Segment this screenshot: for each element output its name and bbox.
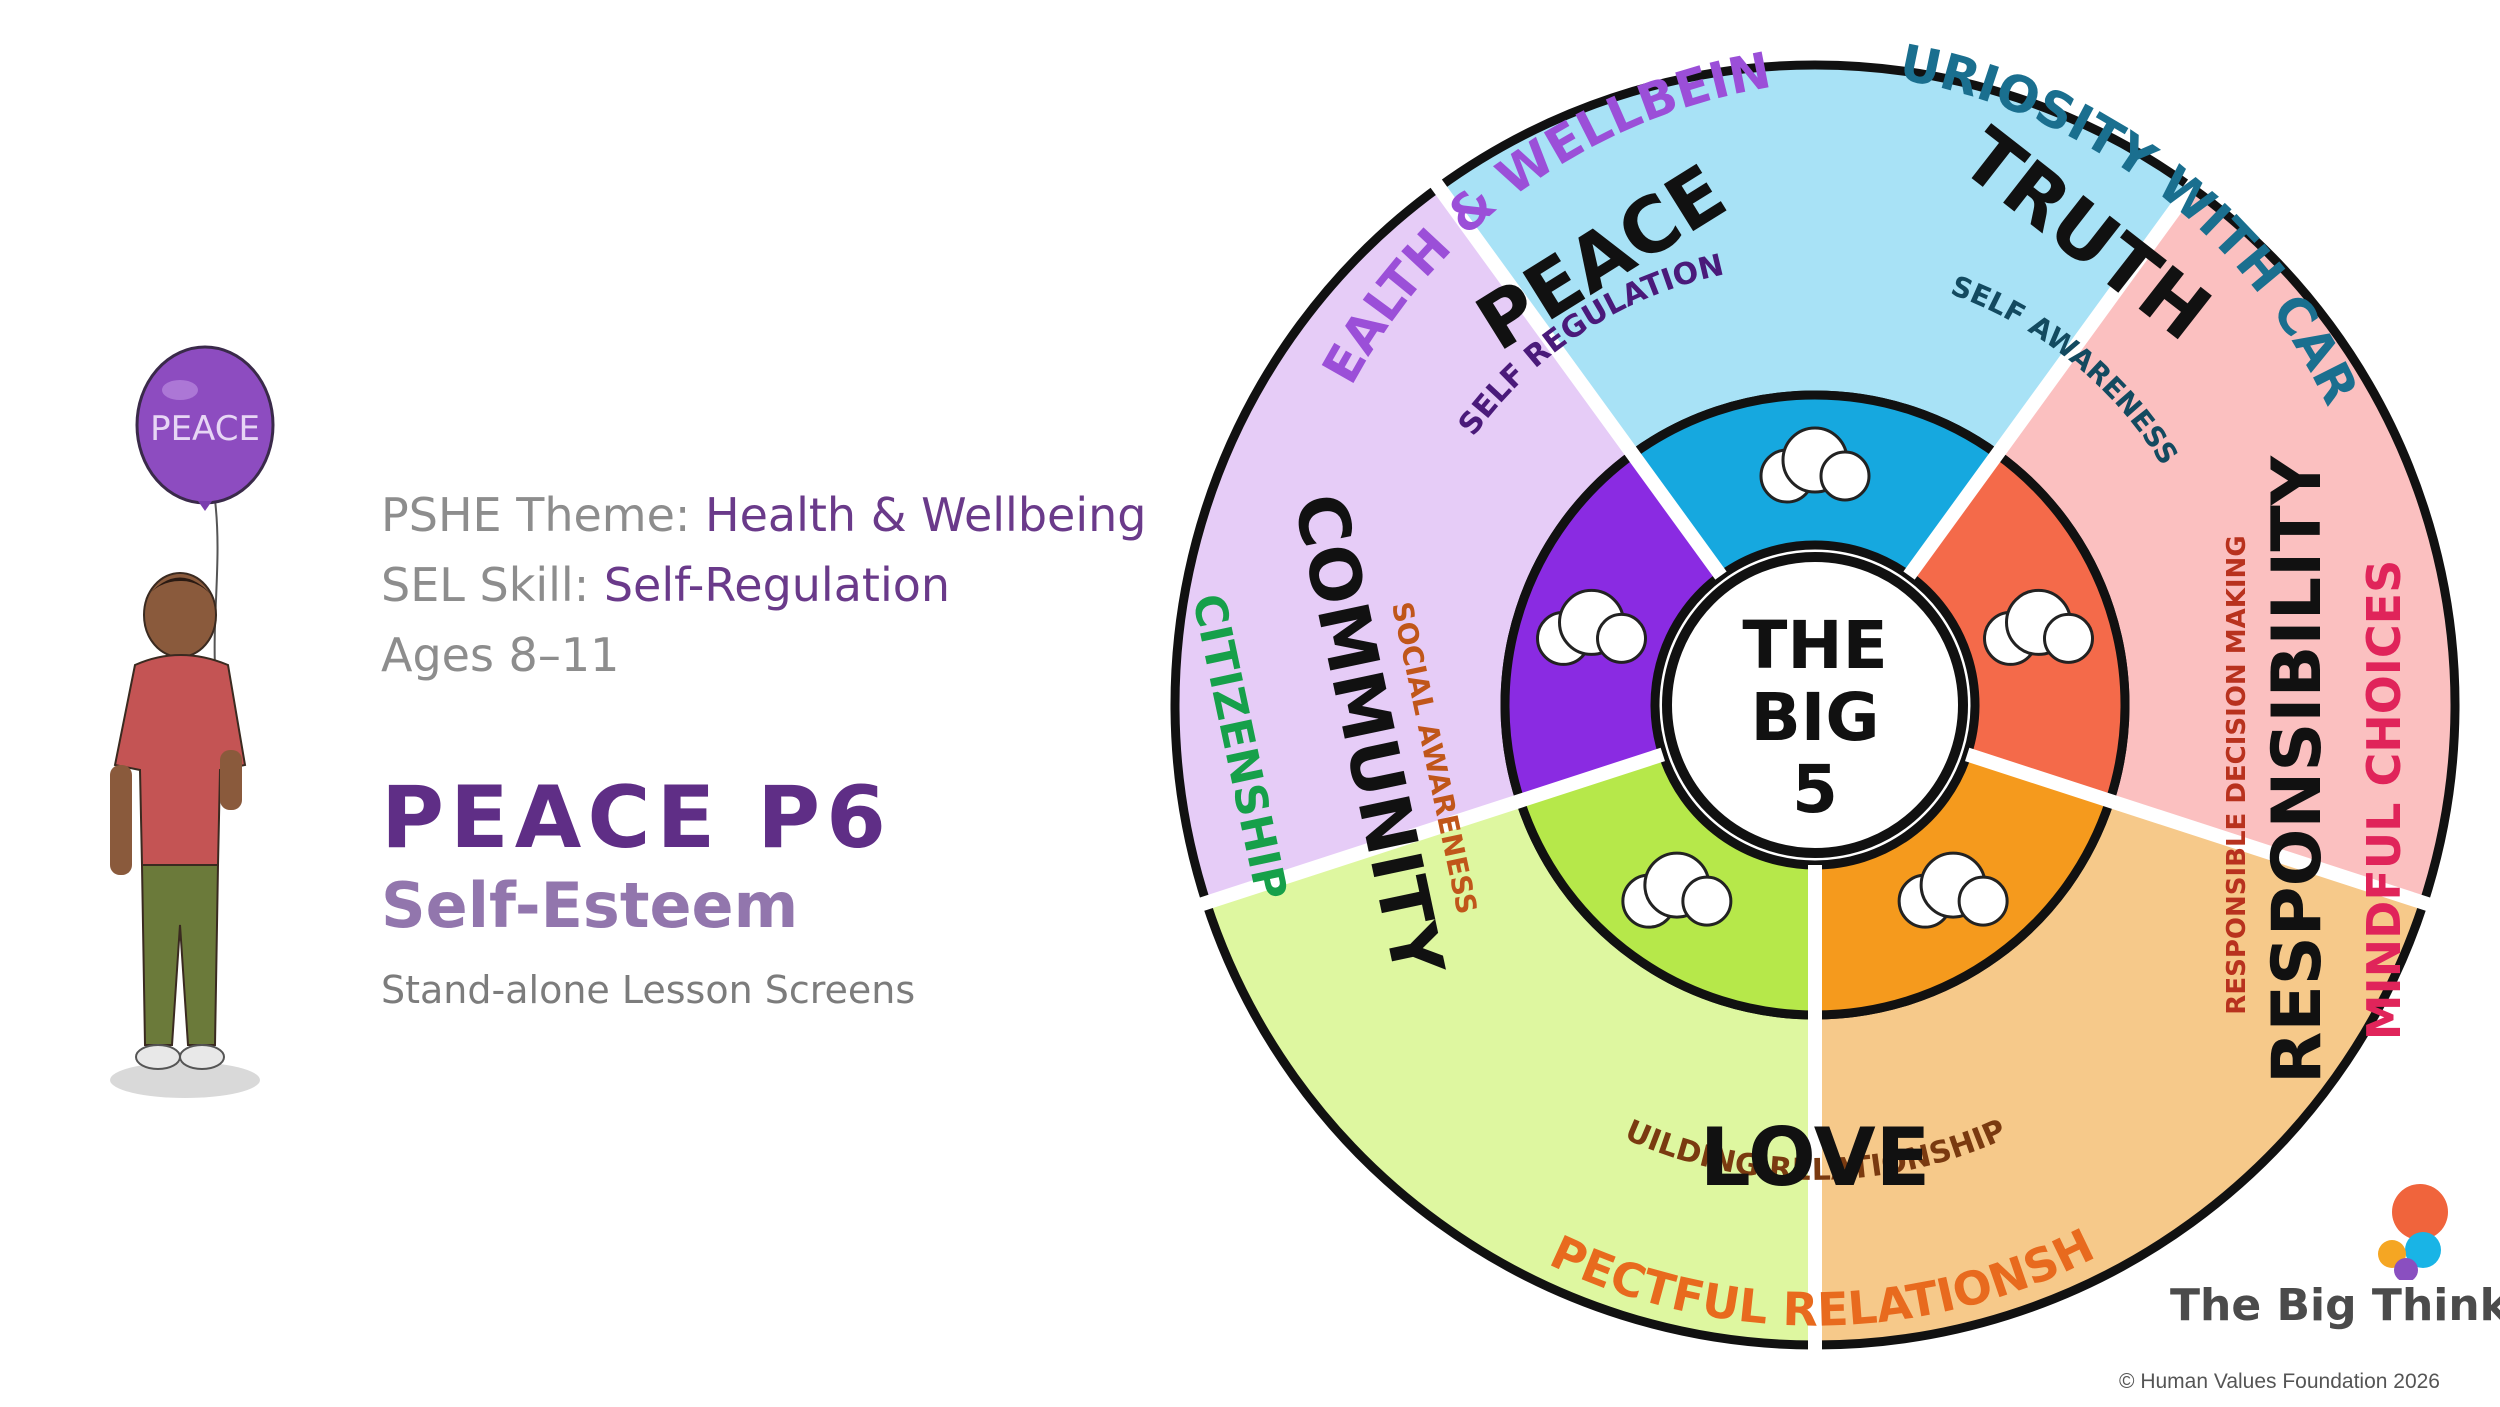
love-value-label: LOVE — [1700, 1111, 1931, 1204]
sel-skill-value: Self-Regulation — [603, 558, 951, 612]
lesson-note: Stand-alone Lesson Screens — [381, 968, 916, 1012]
logo-dot-blue — [2405, 1232, 2441, 1268]
logo-text: The Big Think — [2170, 1280, 2500, 1331]
lesson-subtitle: Self-Esteem — [381, 869, 799, 942]
logo-dot-orange — [2392, 1184, 2448, 1240]
center-line-3: 5 — [1792, 751, 1838, 828]
segment-truth-cloud — [1759, 426, 1871, 504]
segment-peace-cloud — [1536, 588, 1648, 666]
sel-skill-label: SEL Skill: — [381, 558, 590, 612]
center-line-2: BIG — [1750, 679, 1879, 756]
age-range: Ages 8–11 — [381, 628, 620, 682]
pshe-theme-label: PSHE Theme: — [381, 488, 691, 542]
center-line-1: THE — [1742, 607, 1887, 684]
pshe-theme: PSHE Theme: Health & Wellbeing — [381, 480, 1281, 550]
segment-love-cloud — [1897, 851, 2009, 929]
boy-head — [143, 572, 217, 658]
big-five-wheel: THE BIG 5 HEALTH & WELLBEING PEACE SELF … — [1150, 40, 2460, 1355]
sel-skill: SEL Skill: Self-Regulation — [381, 550, 1281, 620]
logo-dot-purple — [2394, 1258, 2418, 1280]
copyright-notice: © Human Values Foundation 2026 — [2119, 1370, 2440, 1393]
segment-divider — [1903, 175, 2203, 580]
center-circle — [1662, 552, 1968, 858]
pshe-theme-value: Health & Wellbeing — [705, 488, 1147, 542]
segment-divider — [1965, 747, 2436, 913]
lesson-title: PEACE P6 — [381, 768, 893, 868]
segment-responsibility-cloud — [1982, 588, 2094, 666]
segment-divider — [1427, 175, 1727, 580]
balloon-text: PEACE — [150, 409, 260, 449]
responsibility-skill-label: RESPONSIBLE DECISION MAKING — [2222, 535, 2252, 1014]
segment-community-cloud — [1621, 851, 1733, 929]
responsibility-outer-label: MINDFUL CHOICES — [2357, 560, 2411, 1040]
responsibility-value-label: RESPONSIBILITY — [2258, 455, 2337, 1084]
the-big-think-logo: The Big Think — [2170, 1170, 2500, 1340]
lesson-info: PSHE Theme: Health & Wellbeing SEL Skill… — [381, 480, 1281, 1018]
boy-trousers — [140, 864, 220, 1046]
segment-divider — [1194, 747, 1665, 913]
boy-with-balloon-illustration: PEACE — [80, 345, 320, 1119]
shadow — [110, 1062, 260, 1098]
